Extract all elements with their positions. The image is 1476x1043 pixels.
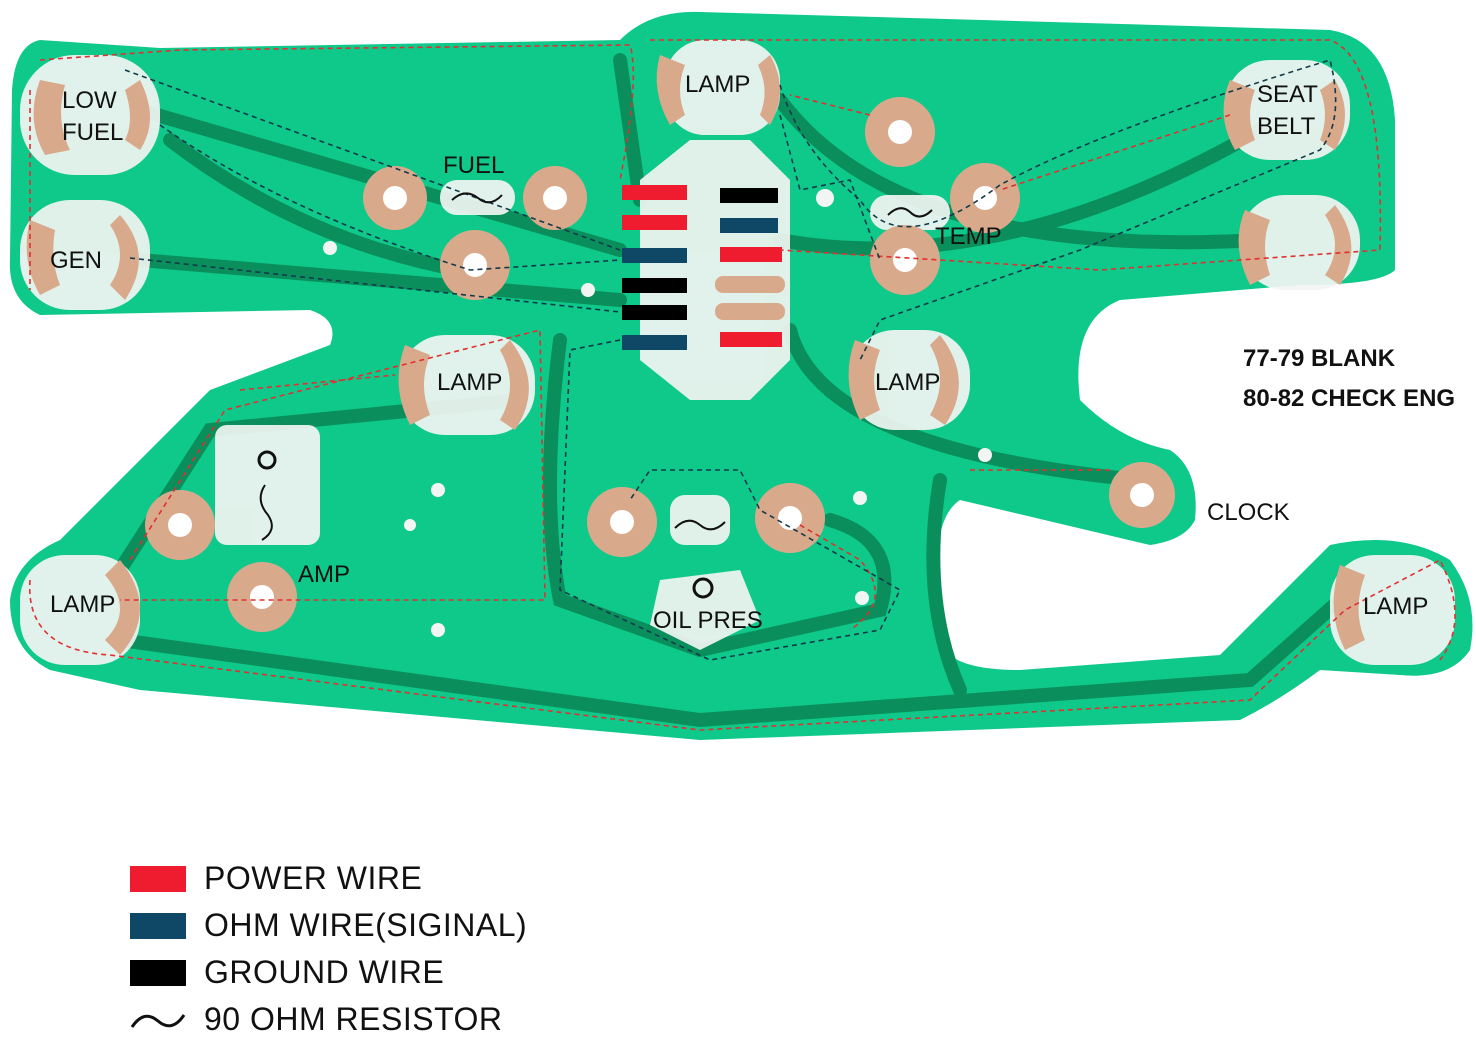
wire-ground (622, 278, 687, 293)
note-line-2: 80-82 CHECK ENG (1243, 385, 1455, 412)
label-fuel: FUEL (443, 152, 504, 179)
label-clock: CLOCK (1207, 499, 1290, 526)
label-seat: SEAT (1257, 81, 1318, 108)
label-fuel-low: FUEL (62, 119, 123, 146)
label-lamp-mid-right: LAMP (875, 369, 940, 396)
label-lamp-mid-left: LAMP (437, 369, 502, 396)
label-lamp-left: LAMP (50, 591, 115, 618)
legend-item-ohm: OHM WIRE(SIGINAL) (130, 902, 527, 949)
wire-ground (622, 305, 687, 320)
legend-item-power: POWER WIRE (130, 855, 527, 902)
legend-swatch-ground (130, 959, 186, 986)
legend-label: 90 OHM RESISTOR (204, 1001, 503, 1037)
indicator-ring (692, 577, 714, 599)
legend-swatch-power (130, 865, 186, 892)
wire-power (622, 215, 687, 230)
legend-label: GROUND WIRE (204, 954, 445, 990)
label-lamp-top: LAMP (685, 71, 750, 98)
resistor-icon (259, 192, 933, 541)
pads (26, 55, 1365, 655)
legend-item-ground: GROUND WIRE (130, 949, 527, 996)
wire-ohm (720, 218, 778, 233)
note-line-1: 77-79 BLANK (1243, 345, 1396, 372)
dashed-power-traces (28, 39, 1456, 731)
indicator-ring (257, 450, 277, 470)
wire-ohm (622, 335, 687, 350)
label-oil-pres: OIL PRES (653, 607, 763, 634)
legend: POWER WIRE OHM WIRE(SIGINAL) GROUND WIRE… (130, 855, 527, 1043)
connector (622, 185, 785, 350)
label-gen: GEN (50, 247, 102, 274)
wire-ohm (622, 248, 687, 263)
wire-power (622, 185, 687, 200)
pin-empty (715, 276, 785, 293)
resistor-icon (130, 1013, 186, 1028)
wire-power (720, 332, 782, 347)
legend-label: OHM WIRE(SIGINAL) (204, 907, 528, 943)
board-holes (323, 189, 992, 637)
label-lamp-right: LAMP (1363, 593, 1428, 620)
legend-label: POWER WIRE (204, 860, 423, 896)
pin-empty (715, 303, 785, 320)
legend-item-resistor: 90 OHM RESISTOR (130, 996, 527, 1043)
dashed-signal-traces (124, 58, 1337, 661)
wire-ground (720, 188, 778, 203)
legend-swatch-ohm (130, 912, 186, 939)
label-temp: TEMP (935, 223, 1002, 250)
wire-power (720, 247, 782, 262)
label-amp: AMP (298, 561, 350, 588)
label-belt: BELT (1257, 113, 1316, 140)
label-low: LOW (62, 87, 117, 114)
